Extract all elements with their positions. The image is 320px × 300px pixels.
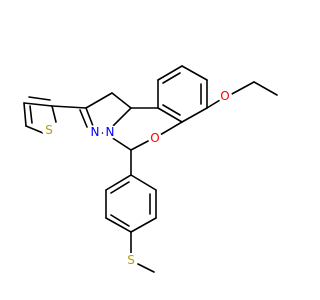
bond-benzene-2: [181, 65, 208, 81]
bond-benzene-3-inner: [162, 72, 181, 84]
bond-aryl-ring-o: [159, 121, 183, 136]
bond-c3-thiophene: [51, 105, 87, 109]
atom-ethoxy-oxygen: O: [218, 89, 232, 103]
atom-thioether-sulfur: S: [124, 253, 138, 267]
bond-benzene-5-inner: [162, 104, 181, 116]
bond-n1-ch-fused: [110, 107, 132, 129]
bond-thiophene-3-inner: [29, 105, 33, 124]
thiophene-sulfur-label: S: [45, 123, 53, 137]
molecule-drawing: O O N N S S: [23, 65, 278, 273]
atom-ring-oxygen: O: [148, 131, 162, 145]
thioether-sulfur-label: S: [127, 253, 135, 267]
bond-ethyl-ch3: [253, 81, 278, 96]
bond-phenyl-1-inner: [110, 181, 130, 194]
bond-thiophene-4-inner: [28, 96, 51, 101]
bond-ch-n1: [110, 136, 132, 151]
bond-ring-o-ch: [130, 139, 151, 151]
pyrazole-n2-label: N: [91, 125, 100, 139]
atom-pyrazole-n1: N: [103, 125, 117, 139]
bond-o-aryl: [206, 99, 221, 109]
bond-c3-n2-inner: [79, 109, 88, 128]
bond-ch-fused-ch2: [111, 92, 132, 109]
bond-phenyl-3: [105, 217, 132, 233]
bond-thiophene-4: [23, 102, 53, 107]
bond-benzene-6: [181, 107, 208, 123]
bond-thiophene-3: [23, 102, 27, 127]
bond-thiophene-1: [51, 105, 57, 123]
atom-pyrazole-n2: N: [88, 125, 102, 139]
ring-oxygen-label: O: [150, 131, 159, 145]
bond-phenyl-6: [130, 174, 157, 191]
bond-layer: [23, 65, 278, 273]
atom-layer: O O N N S S: [42, 89, 232, 267]
bond-c3-n2: [85, 107, 94, 127]
bond-ch2-c3: [85, 92, 113, 109]
bond-phenyl-4: [130, 217, 157, 233]
atom-thiophene-sulfur: S: [42, 123, 56, 137]
ethoxy-oxygen-label: O: [220, 89, 229, 103]
bond-benzene-3: [157, 65, 183, 81]
bond-benzene-5: [157, 107, 183, 123]
structure-diagram: O O N N S S: [23, 65, 278, 273]
bond-phenyl-3-inner: [110, 214, 130, 227]
bond-s-methyl: [137, 263, 155, 273]
pyrazole-n1-label: N: [106, 125, 115, 139]
bond-ethyl-ch2-o: [229, 81, 255, 96]
bond-phenyl-1: [105, 174, 132, 191]
bond-thiophene-2: [25, 125, 44, 134]
